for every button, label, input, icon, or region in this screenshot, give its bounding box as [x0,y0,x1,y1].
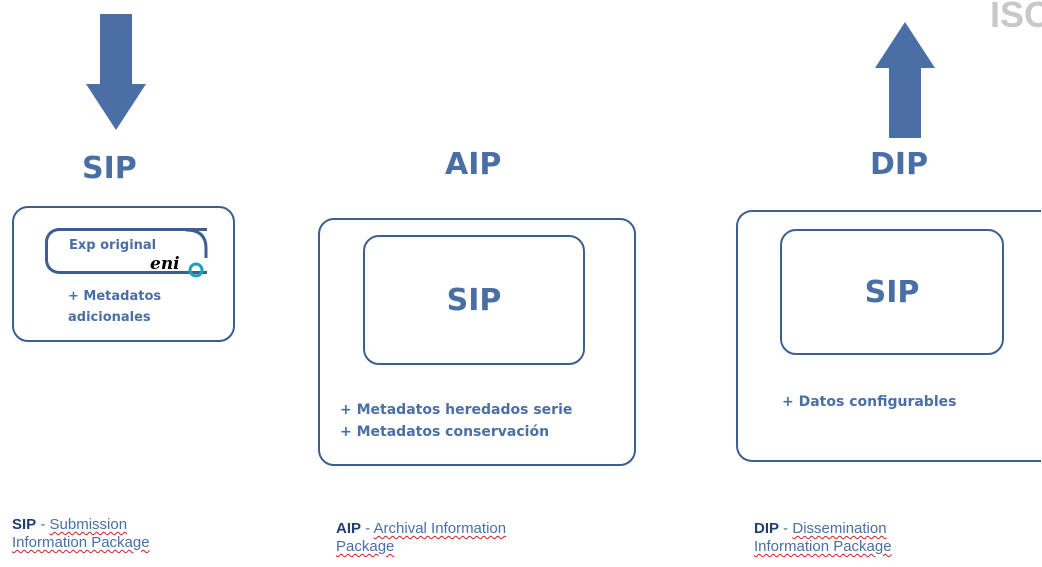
caption-aip-sep: - [361,520,374,537]
caption-dip-text2: Information Package [754,538,892,555]
aip-title: AIP [445,147,502,182]
eni-logo-ring-icon [188,262,204,278]
aip-inner-box: SIP [363,235,585,365]
arrow-up-icon [875,22,935,138]
dip-box: SIP + Datos configurables [736,210,1041,462]
dip-inner-box: SIP [780,229,1004,355]
caption-dip-abbr: DIP [754,520,780,537]
caption-sip-sep: - [36,516,50,533]
corner-heading: ISO [990,0,1042,35]
caption-aip-text2: Package [336,538,395,555]
sip-extra-line-1: + Metadatos [68,289,162,304]
sip-extra-line-2: adicionales [68,310,151,325]
caption-sip: SIP - Submission Information Package [12,516,150,552]
eni-logo: eni [150,254,180,274]
aip-inner-label: SIP [446,282,502,318]
dip-title: DIP [870,147,929,182]
caption-sip-text2: Information Package [12,534,150,551]
dip-inner-label: SIP [864,274,920,310]
arrow-down-icon [86,14,146,130]
dip-extra-line-1: + Datos configurables [782,394,957,410]
caption-aip-text1: Archival Information [373,520,507,537]
caption-sip-abbr: SIP [12,516,37,533]
caption-dip-text1: Dissemination [792,520,887,537]
sip-inner-box-curl [185,228,208,258]
caption-dip: DIP - Dissemination Information Package [754,520,892,556]
caption-sip-text1: Submission [49,516,128,533]
aip-box: SIP + Metadatos heredados serie + Metada… [318,218,636,466]
sip-inner-label: Exp original [69,238,157,253]
sip-title: SIP [82,151,137,186]
aip-extra-line-1: + Metadatos heredados serie [340,402,573,418]
aip-extra-line-2: + Metadatos conservación [340,424,550,440]
sip-inner-box [45,228,207,274]
caption-aip-abbr: AIP [336,520,362,537]
sip-box: Exp original eni + Metadatos adicionales [12,206,235,342]
caption-dip-sep: - [779,520,793,537]
caption-aip: AIP - Archival Information Package [336,520,506,556]
